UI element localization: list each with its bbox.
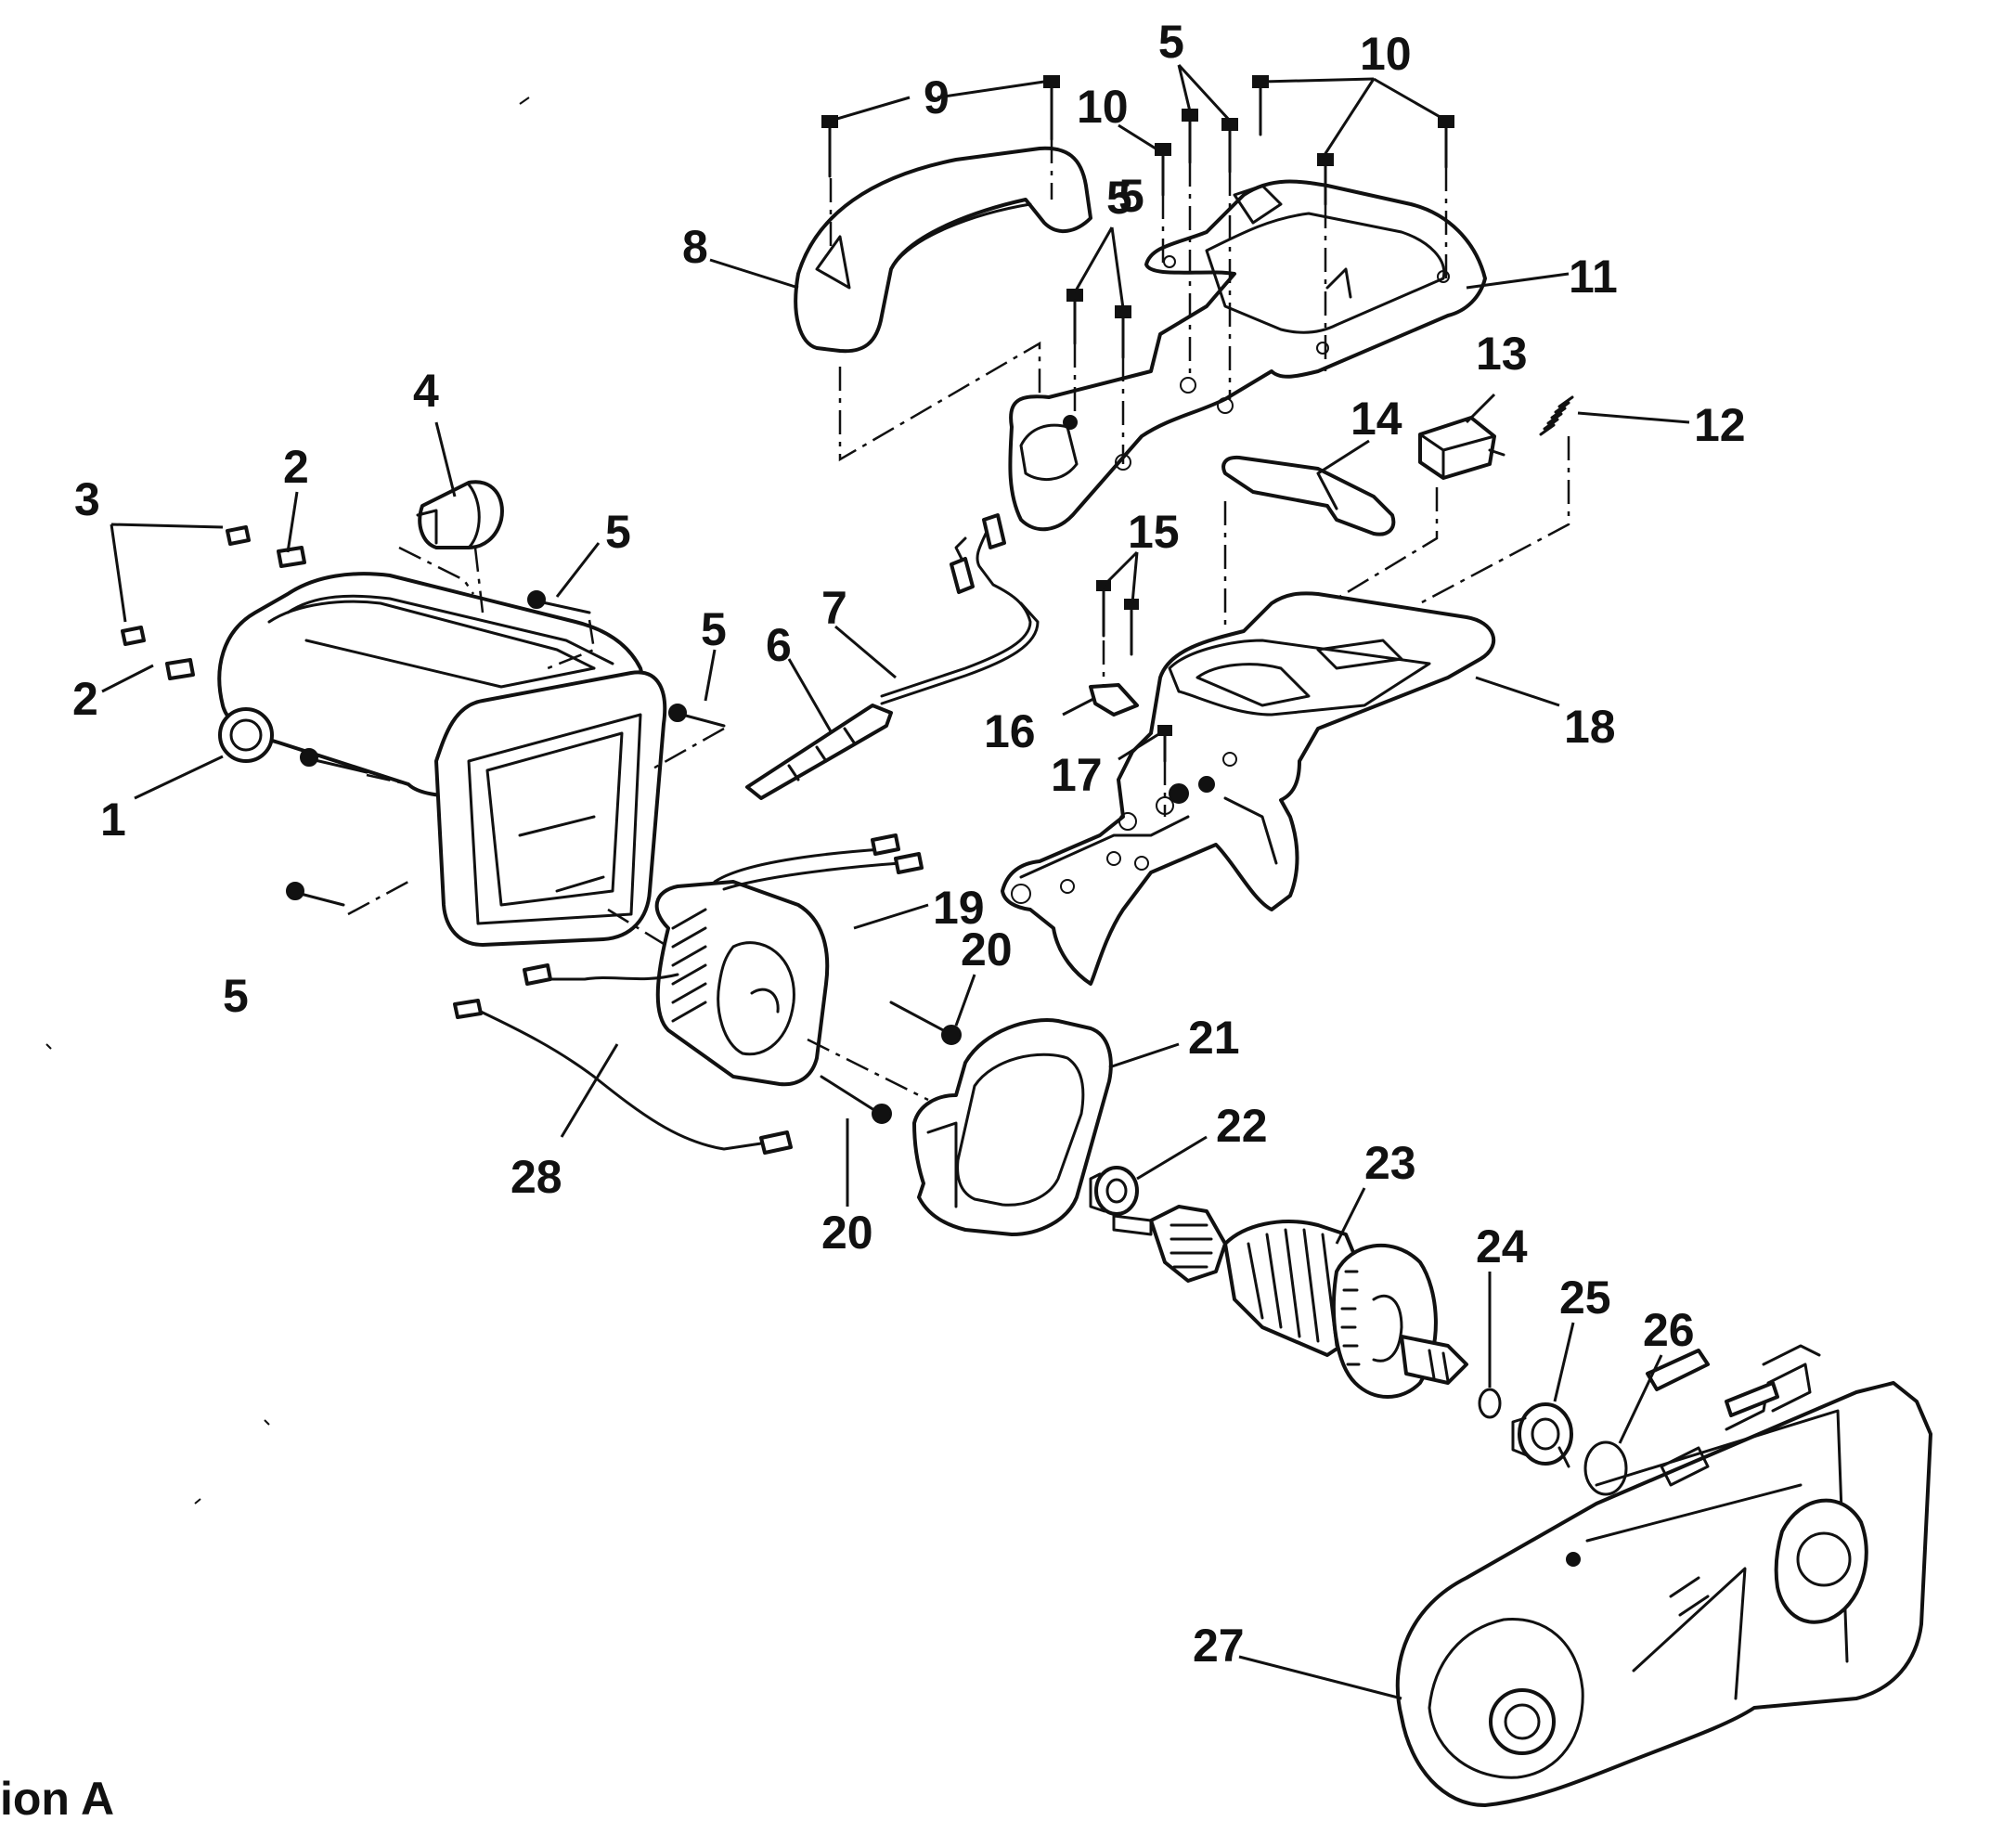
callout-27: 27 [1193,1620,1245,1672]
callout-26: 26 [1643,1304,1695,1356]
callout-10b: 10 [1360,28,1412,80]
gear-case [1395,1344,1932,1807]
callout-5b: 5 [701,603,727,655]
callout-4: 4 [413,365,439,417]
handle-upper-housing [1008,179,1487,532]
callout-25: 25 [1559,1272,1611,1324]
callout-14: 14 [1350,393,1402,445]
ground-wire [453,999,793,1155]
screws-15 [1096,580,1139,656]
callout-8: 8 [682,221,708,273]
leader-lines [101,63,1690,1700]
callout-17: 17 [1051,749,1103,801]
motor-screws [286,590,726,907]
callout-20a: 20 [961,923,1013,975]
callout-2a: 2 [283,441,309,493]
callout-labels: 1 2 2 3 4 5 5 5 5 5 5 5 6 7 8 9 10 10 11… [72,16,1746,1672]
callout-7: 7 [821,582,847,634]
spring [1539,395,1574,436]
callout-24: 24 [1476,1221,1528,1272]
field-stator [523,833,924,1087]
callout-13: 13 [1476,328,1528,380]
callout-11: 11 [1569,251,1618,303]
callout-5g: 5 [1158,16,1184,68]
callout-5f: 5 [1118,170,1144,222]
callout-16: 16 [984,705,1036,757]
screw-17 [1157,725,1172,763]
switch [1418,416,1506,480]
field-screws [820,1001,962,1124]
brush-screws [121,525,306,680]
section-caption: ion A [0,1773,114,1825]
brush-cap [416,480,504,549]
assembly-lines [347,139,1570,1102]
callout-21: 21 [1188,1012,1240,1064]
front-bearing [1089,1166,1139,1216]
armature [1112,1205,1468,1399]
callout-3: 3 [74,473,100,525]
retaining-ring [1478,1388,1502,1419]
baffle [912,1018,1113,1236]
callout-18: 18 [1564,701,1616,753]
callout-5e: 5 [1158,16,1184,68]
callout-20b: 20 [821,1207,873,1259]
stray-marks [45,97,530,1505]
callout-10a: 10 [1077,81,1129,133]
callout-5a: 5 [605,506,631,558]
callout-6: 6 [766,619,792,671]
callout-2b: 2 [72,673,98,725]
callout-19: 19 [933,882,985,934]
trigger [1221,455,1396,536]
callout-9: 9 [924,71,950,123]
callout-12: 12 [1694,399,1746,451]
motor-housing [217,572,667,947]
handle-grip [794,146,1092,354]
handle-lower-housing [1001,591,1496,986]
callout-5d: 5 [1106,172,1132,224]
cord-clamp-16 [1089,683,1139,717]
callout-22: 22 [1216,1100,1268,1152]
callout-23: 23 [1364,1137,1416,1189]
callout-5c: 5 [223,970,249,1022]
power-cord [745,513,1040,800]
callout-28: 28 [510,1151,562,1203]
callout-1: 1 [100,794,126,846]
callout-15: 15 [1128,506,1180,558]
o-ring [1583,1440,1628,1496]
